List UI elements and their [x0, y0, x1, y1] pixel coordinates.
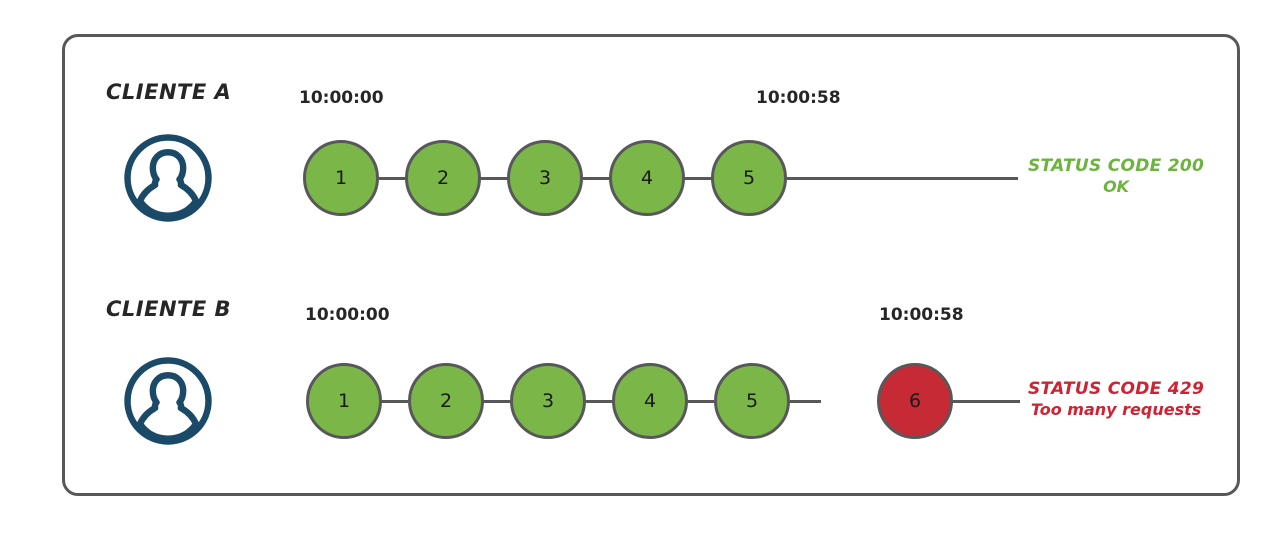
request-node-b-4[interactable]: 4 — [612, 363, 688, 439]
connector-a-tail — [784, 177, 1018, 180]
connector-b-1 — [379, 400, 413, 403]
request-node-label: 5 — [745, 390, 759, 412]
status-code-b: STATUS CODE 429 — [1028, 379, 1205, 399]
user-avatar-icon-b — [122, 355, 214, 447]
connector-b-tail — [889, 400, 1020, 403]
request-node-b-5[interactable]: 5 — [714, 363, 790, 439]
request-node-a-2[interactable]: 2 — [405, 140, 481, 216]
request-node-a-4[interactable]: 4 — [609, 140, 685, 216]
request-node-label: 4 — [640, 167, 654, 189]
status-code-a: STATUS CODE 200 — [1028, 156, 1205, 176]
request-node-a-3[interactable]: 3 — [507, 140, 583, 216]
connector-b-4 — [685, 400, 719, 403]
connector-b-2 — [481, 400, 515, 403]
connector-a-4 — [682, 177, 716, 180]
time-start-b: 10:00:00 — [305, 305, 390, 325]
connector-a-2 — [478, 177, 512, 180]
time-start-a: 10:00:00 — [299, 88, 384, 108]
request-node-a-5[interactable]: 5 — [711, 140, 787, 216]
request-node-label: 1 — [334, 167, 348, 189]
request-node-b-2[interactable]: 2 — [408, 363, 484, 439]
status-badge-a: STATUS CODE 200 OK — [1028, 156, 1204, 197]
time-end-b: 10:00:58 — [879, 305, 964, 325]
connector-b-5 — [787, 400, 821, 403]
connector-a-3 — [580, 177, 614, 180]
request-node-label: 6 — [908, 390, 922, 412]
request-node-b-1[interactable]: 1 — [306, 363, 382, 439]
client-label-b: CLIENTE B — [106, 297, 232, 321]
request-node-label: 2 — [436, 167, 450, 189]
status-message-a: OK — [1103, 177, 1130, 197]
request-node-label: 5 — [742, 167, 756, 189]
request-node-label: 3 — [538, 167, 552, 189]
time-end-a: 10:00:58 — [756, 88, 841, 108]
request-node-b-6[interactable]: 6 — [877, 363, 953, 439]
request-node-label: 3 — [541, 390, 555, 412]
request-node-b-3[interactable]: 3 — [510, 363, 586, 439]
request-node-label: 4 — [643, 390, 657, 412]
status-badge-b: STATUS CODE 429 Too many requests — [1028, 379, 1204, 420]
connector-b-3 — [583, 400, 617, 403]
status-message-b: Too many requests — [1030, 400, 1202, 420]
client-label-a: CLIENTE A — [106, 80, 232, 104]
request-node-label: 1 — [337, 390, 351, 412]
user-avatar-icon-a — [122, 132, 214, 224]
request-node-label: 2 — [439, 390, 453, 412]
connector-a-1 — [376, 177, 410, 180]
request-node-a-1[interactable]: 1 — [303, 140, 379, 216]
